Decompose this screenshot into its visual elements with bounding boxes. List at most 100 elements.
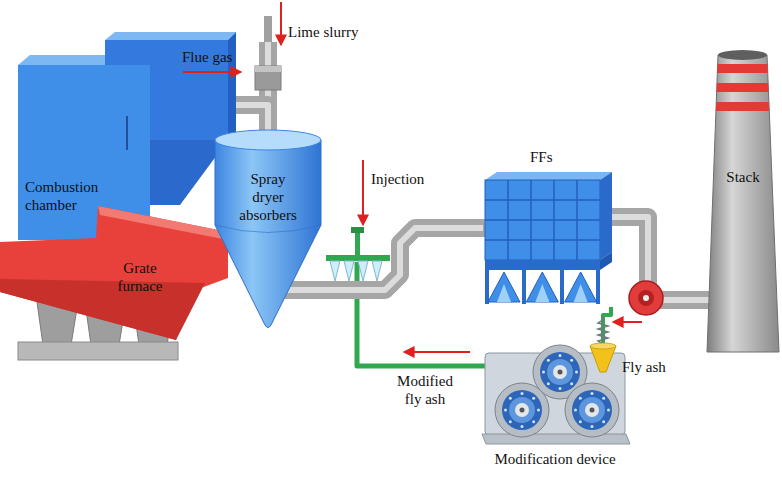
- annotation-label: Modified fly ash: [390, 372, 460, 408]
- roller-dot: [559, 354, 562, 357]
- annotation-label: Flue gas: [182, 48, 252, 66]
- roller-dot: [532, 420, 535, 423]
- roller-dot: [521, 392, 524, 395]
- filter-grid: [485, 219, 600, 221]
- grate-top: [98, 206, 228, 240]
- fan-housing: [629, 281, 663, 315]
- unit-shape: [480, 172, 615, 307]
- roller-axle: [558, 370, 563, 375]
- roller-dot: [547, 382, 550, 385]
- flow-arrow: [183, 71, 240, 73]
- process-unit: Spray dryer absorbers: [214, 130, 324, 290]
- filter-leg: [522, 270, 526, 304]
- process-unit: FFs: [480, 172, 615, 307]
- unit-label: Spray dryer absorbers: [235, 170, 301, 224]
- hopper-face: [497, 284, 511, 302]
- roller-shell: [565, 383, 619, 437]
- roller-dot: [602, 397, 605, 400]
- roller-dot: [509, 420, 512, 423]
- filter-leg: [485, 270, 489, 304]
- roller-dot: [591, 425, 594, 428]
- grate-underside: [0, 279, 205, 340]
- roller-axle: [520, 408, 525, 413]
- filter-leg: [596, 270, 600, 304]
- hopper-face: [535, 284, 549, 302]
- unit-shape: [0, 195, 232, 345]
- roller-dot: [607, 409, 610, 412]
- pipe-highlight: [615, 217, 706, 300]
- process-unit: Stack: [706, 50, 781, 355]
- unit-label: Stack: [718, 168, 768, 186]
- ash-funnel: [590, 346, 616, 372]
- fan-rotor: [638, 290, 654, 306]
- annotation-label: Lime slurry: [288, 23, 378, 41]
- filter-hopper: [526, 272, 558, 302]
- absorber-vessel: [215, 140, 321, 328]
- device-base: [482, 434, 630, 444]
- roller-hub: [515, 403, 529, 417]
- furnace-base: [18, 342, 178, 360]
- filter-side: [600, 172, 612, 260]
- chamber-top: [18, 55, 105, 65]
- unit-label: Grate furnace: [108, 259, 172, 295]
- roller-dot: [602, 420, 605, 423]
- stack-top: [718, 50, 767, 60]
- filter-leg: [560, 270, 564, 304]
- chamber-detail: [126, 116, 128, 150]
- roller-dot: [504, 409, 507, 412]
- roller-dot: [537, 409, 540, 412]
- junction-top: [255, 66, 281, 72]
- vessel-seam: [215, 225, 321, 233]
- roller-dot: [547, 359, 550, 362]
- filter-grid: [485, 199, 600, 201]
- roller-ring: [572, 390, 612, 430]
- process-unit: Grate furnace: [0, 195, 232, 345]
- funnel-rim: [590, 343, 616, 349]
- flow-arrow: [362, 160, 364, 224]
- flow-arrow: [614, 321, 642, 323]
- injection-manifold: [326, 255, 390, 261]
- filter-hopper: [565, 272, 597, 302]
- unit-label: Modification device: [480, 450, 630, 468]
- stack-body: [707, 55, 779, 352]
- filter-top: [485, 172, 612, 180]
- roller-ring: [540, 352, 580, 392]
- inlet-junction: [255, 66, 281, 90]
- roller-dot: [579, 397, 582, 400]
- unit-shape: [706, 50, 781, 355]
- roller-dot: [591, 392, 594, 395]
- roller-dot: [521, 425, 524, 428]
- annotation-label: Injection: [371, 170, 441, 188]
- flow-arrow: [280, 2, 282, 44]
- injection-nozzle: [344, 261, 354, 281]
- roller-axle: [590, 408, 595, 413]
- slurry-pipe: [264, 16, 272, 46]
- filter-front: [485, 180, 600, 260]
- hopper-band: [485, 260, 600, 270]
- hopper-face: [574, 284, 588, 302]
- injection-nozzle: [330, 261, 340, 281]
- stack-band: [717, 64, 767, 73]
- grate-body: [0, 206, 228, 340]
- roller-dot: [570, 359, 573, 362]
- roller-core: [579, 397, 605, 423]
- unit-label: FFs: [530, 148, 590, 166]
- duct-pipe: [615, 217, 706, 300]
- roller-dot: [509, 397, 512, 400]
- injection-cap: [351, 227, 364, 233]
- roller-dot: [532, 397, 535, 400]
- roller-shell: [495, 383, 549, 437]
- connector-group: [615, 217, 706, 300]
- stack-band: [716, 102, 769, 111]
- roller-hub: [553, 365, 567, 379]
- vessel-top: [215, 130, 321, 150]
- injection-pipe: [355, 232, 360, 258]
- roller-hub: [585, 403, 599, 417]
- flow-arrow: [405, 351, 470, 353]
- roller-ring: [502, 390, 542, 430]
- filter-grid: [485, 239, 600, 241]
- roller-core: [509, 397, 535, 423]
